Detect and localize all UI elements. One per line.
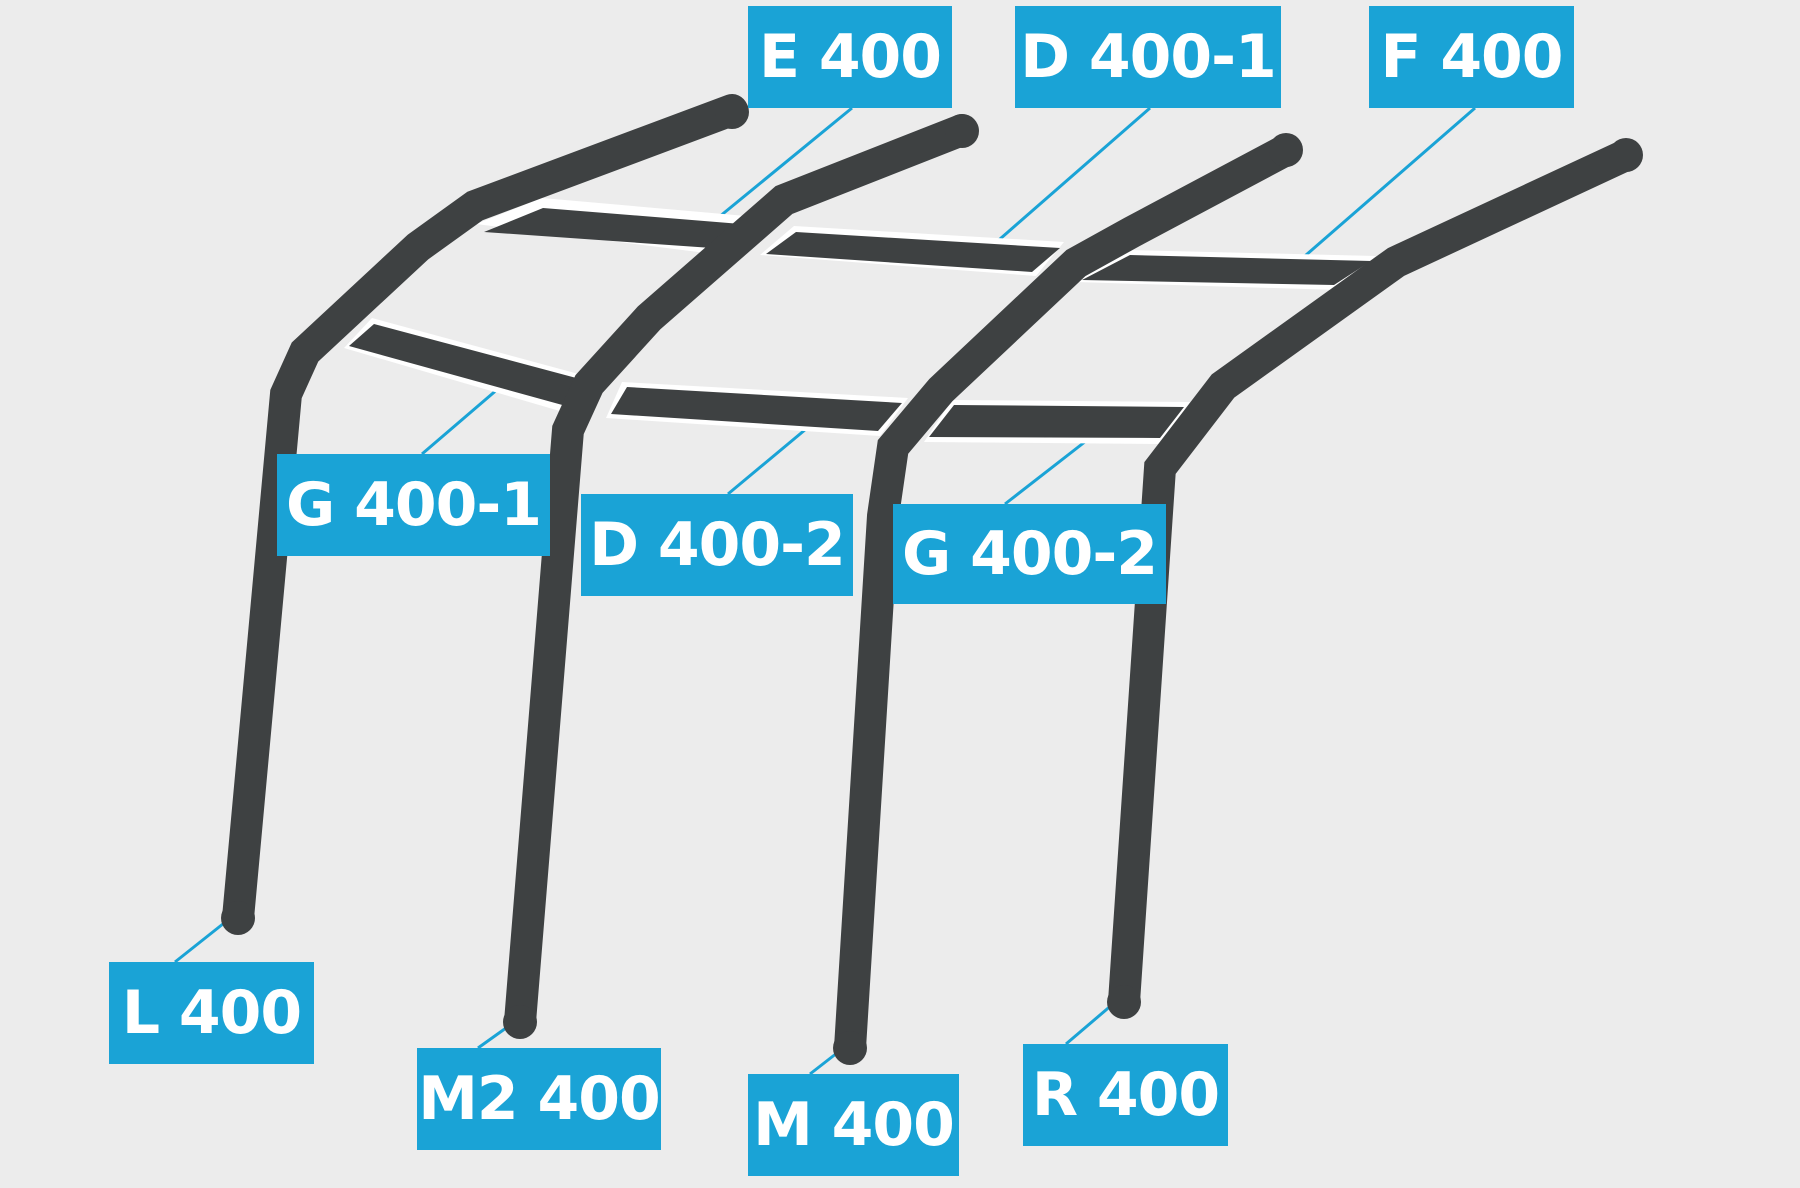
label-d400-2: D 400-2 — [581, 494, 853, 596]
leader-g400-1 — [421, 380, 507, 456]
pole-m2-400 — [504, 114, 978, 1038]
leader-d400-1 — [991, 106, 1151, 248]
label-g400-2: G 400-2 — [893, 504, 1166, 604]
label-r400: R 400 — [1023, 1044, 1228, 1146]
pole-m2-400-end — [503, 1005, 537, 1039]
bar-d400-2 — [611, 387, 902, 431]
label-l400: L 400 — [109, 962, 314, 1064]
label-m400: M 400 — [748, 1074, 959, 1176]
pole-m400-end — [833, 1031, 867, 1065]
pole-r400 — [1108, 139, 1642, 1018]
label-f400: F 400 — [1369, 6, 1574, 108]
bar-d400-1 — [766, 232, 1060, 272]
bar-f400 — [1082, 255, 1371, 285]
leader-g400-2 — [1004, 432, 1096, 506]
leader-e400 — [707, 106, 853, 228]
pole-f400-end — [1269, 133, 1303, 167]
leader-d400-2 — [727, 422, 813, 496]
pole-e400-end — [715, 95, 749, 129]
pole-l400-end — [221, 901, 255, 935]
bar-e400 — [484, 208, 741, 248]
bar-g400-2 — [929, 405, 1184, 438]
pole-r400-top-end — [1609, 138, 1643, 172]
pole-m400 — [834, 134, 1302, 1064]
leader-f400 — [1297, 106, 1476, 264]
label-m2-400: M2 400 — [417, 1048, 661, 1150]
pole-r400-end — [1107, 985, 1141, 1019]
pole-d400-1-end — [945, 114, 979, 148]
label-d400-1: D 400-1 — [1015, 6, 1281, 108]
label-e400: E 400 — [748, 6, 952, 108]
bar-g400-1 — [349, 324, 580, 406]
label-g400-1: G 400-1 — [277, 454, 550, 556]
